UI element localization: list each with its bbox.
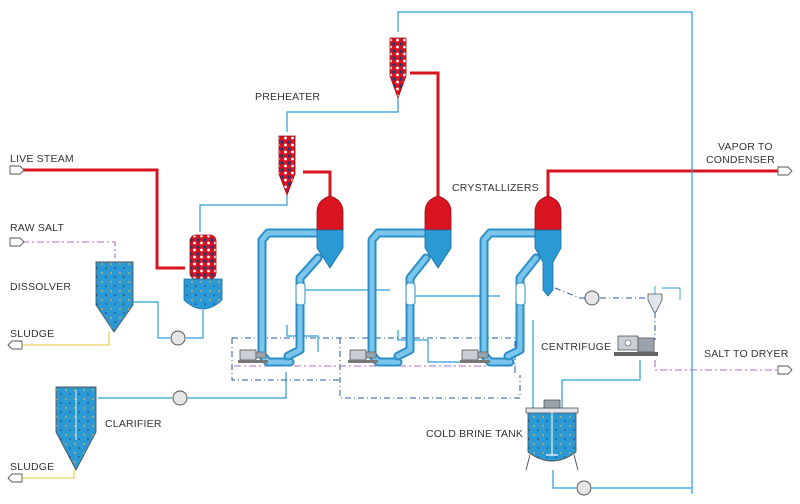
centrifuge-label: CENTRIFUGE	[541, 341, 611, 353]
steam-lines	[22, 71, 778, 270]
preheater-pump-icon	[170, 330, 186, 346]
circulation-pipes	[257, 228, 541, 367]
raw-salt-label: RAW SALT	[10, 222, 64, 234]
dissolver-label: DISSOLVER	[10, 281, 71, 293]
crystallizers-label: CRYSTALLIZERS	[452, 182, 539, 194]
clarifier-pump-icon	[172, 390, 188, 406]
flow-arrows	[7, 165, 793, 483]
pump-icons	[170, 290, 600, 496]
crystallizer-1	[295, 195, 344, 306]
clarifier	[55, 386, 97, 471]
preheater-2	[278, 135, 296, 197]
sludge-bottom-label: SLUDGE	[10, 461, 54, 473]
dissolver	[95, 261, 134, 333]
preheater-1	[183, 234, 223, 310]
live-steam-label: LIVE STEAM	[10, 153, 74, 165]
sludge-outlet-arrow-2	[7, 473, 23, 483]
cold-brine-tank-label: COLD BRINE TANK	[426, 428, 523, 440]
sludge-outlet-arrow	[7, 340, 23, 350]
preheater-3	[389, 37, 407, 100]
sludge-lines	[22, 332, 110, 479]
slurry-pump-icon	[584, 290, 600, 306]
preheater-label: PREHEATER	[255, 91, 320, 103]
dashed-lines	[22, 241, 778, 399]
salt-to-dryer-label: SALT TO DRYER	[704, 348, 789, 360]
circulation-pump-2	[348, 349, 378, 363]
sludge-top-label: SLUDGE	[10, 328, 54, 340]
crystallizer-2	[405, 195, 452, 306]
crystallizer-3	[515, 195, 562, 306]
vapor-to-condenser-label-1: VAPOR TO	[718, 141, 773, 153]
hydrocyclone	[647, 286, 681, 313]
circulation-pump-3	[460, 349, 490, 363]
clarifier-label: CLARIFIER	[105, 418, 162, 430]
centrifuge	[614, 335, 658, 356]
salt-dryer-outlet-arrow	[777, 365, 793, 375]
live-steam-inlet-arrow	[9, 165, 25, 175]
brine-pump-icon	[576, 480, 592, 496]
circulation-pump-1	[238, 349, 268, 363]
raw-salt-inlet-arrow	[9, 237, 25, 247]
diagram-labels: PREHEATER LIVE STEAM RAW SALT DISSOLVER …	[10, 91, 789, 473]
cold-brine-tank	[525, 399, 579, 471]
vapor-outlet-arrow	[777, 166, 793, 176]
vapor-to-condenser-label-2: CONDENSER	[706, 154, 775, 166]
